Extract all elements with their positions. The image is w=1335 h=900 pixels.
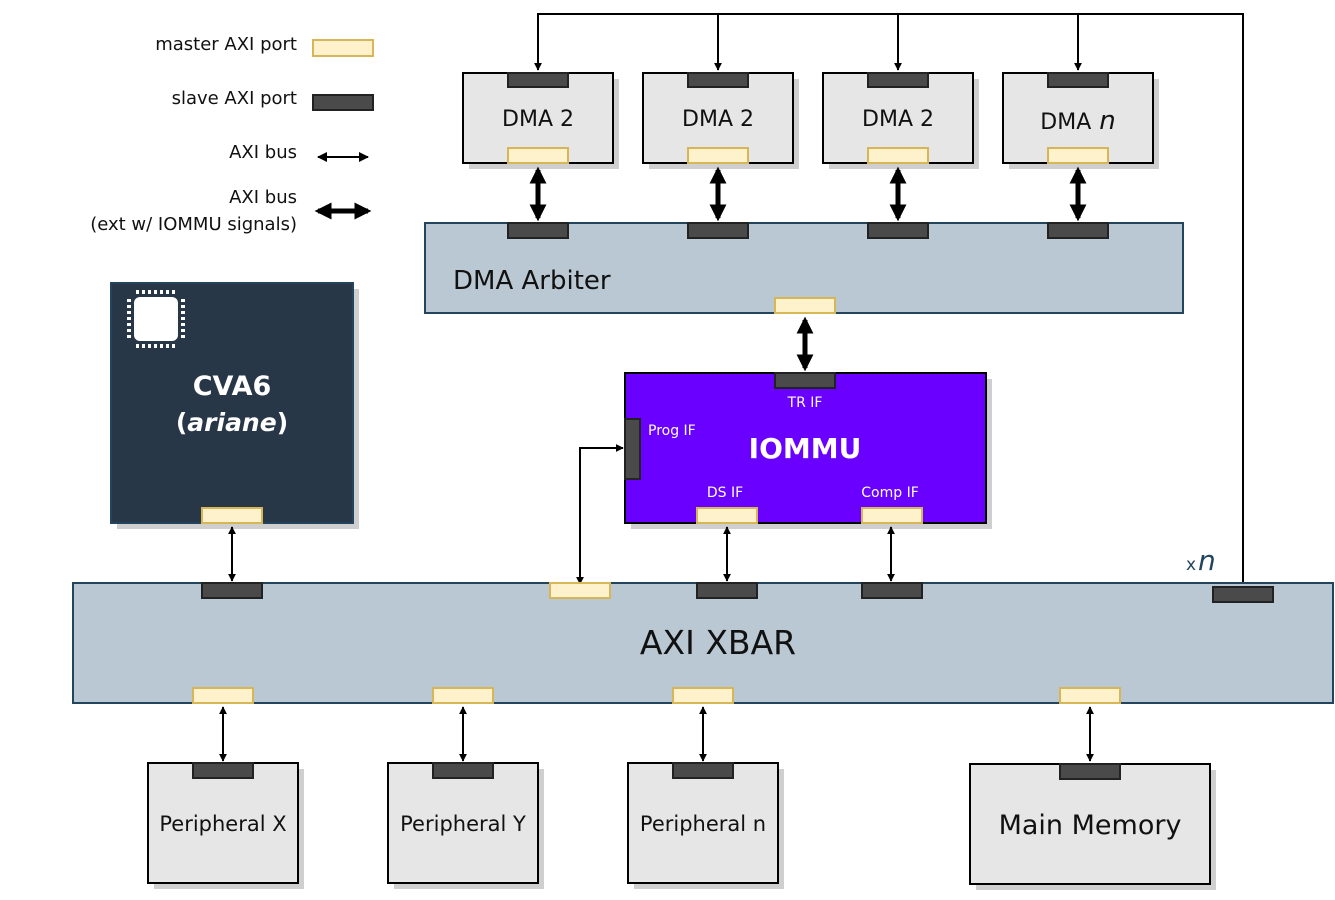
dma-block-3: DMA 2 [822,72,979,169]
axi-xbar-box [72,582,1334,704]
axi-xbar-multiplier-prefix: x [1186,555,1196,575]
peripheral-x-box [147,762,299,884]
dma-block-4-label-n: n [1099,106,1115,136]
dma-block-4-slave-port [1047,72,1109,88]
dma-block-3-label: DMA 2 [862,107,934,132]
iommu-tr-if-port [774,372,836,389]
legend-slave-port-swatch [312,94,374,111]
iommu-ds-if-port [696,507,758,524]
axi-xbar: AXI XBAR x n [72,544,1334,704]
dma-block-1-master-port [507,147,569,164]
dma-arbiter-slave-port-3 [867,222,929,239]
cva6-paren-open: ( [176,408,187,437]
dma-block-2-slave-port [687,72,749,88]
xbar-master-port-prog [549,582,611,599]
dma-block-1: DMA 2 [462,72,619,169]
iommu-comp-if-port [861,507,923,524]
iommu-comp-if-label: Comp IF [861,485,919,501]
iommu-ds-if-label: DS IF [707,485,743,501]
legend-axi-bus-label: AXI bus [229,142,297,163]
cva6-alias-line: (ariane) [176,408,288,437]
legend-axi-bus-ext-label-2: (ext w/ IOMMU signals) [90,214,297,235]
xbar-master-port-periph-y [432,687,494,704]
dma-block-1-slave-port [507,72,569,88]
peripheral-x-label: Peripheral X [159,812,286,836]
dma-block-2-label: DMA 2 [682,107,754,132]
dma-arbiter: DMA Arbiter [424,222,1184,314]
cva6-alias: ariane [187,408,276,437]
legend-slave-port-label: slave AXI port [172,88,297,109]
legend-master-port-swatch [312,39,374,57]
xbar-slave-port-cva6 [201,582,263,599]
peripheral-n-box [627,762,779,884]
iommu-prog-if-port [624,418,641,480]
xbar-master-port-periph-x [192,687,254,704]
peripheral-x: Peripheral X [147,762,304,889]
cva6-cpu: CVA6 (ariane) [110,282,359,529]
xbar-lower-links [219,706,1094,762]
dma-block-4-master-port [1047,147,1109,164]
dma-block-2-master-port [687,147,749,164]
peripheral-x-slave-port [192,762,254,779]
peripheral-y-label: Peripheral Y [400,812,526,836]
xbar-to-iommu-prog-arrow [576,444,624,585]
xbar-slave-port-comp [861,582,923,599]
iommu-label: IOMMU [749,432,862,465]
dma-arbiter-slave-port-4 [1047,222,1109,239]
xbar-slave-port-dma-cfg [1212,586,1274,603]
dma-block-3-master-port [867,147,929,164]
dma-arbiter-label: DMA Arbiter [453,266,611,296]
main-memory-slave-port [1059,763,1121,780]
dma-block-4: DMA n [1002,72,1159,169]
dma-block-1-label: DMA 2 [502,107,574,132]
legend: master AXI port slave AXI port AXI bus A… [90,34,374,235]
cva6-name: CVA6 [193,371,272,402]
dma-block-4-label: DMA n [1040,106,1115,136]
cva6-master-port [201,507,263,524]
peripheral-y-slave-port [432,762,494,779]
peripheral-y: Peripheral Y [387,762,544,889]
dma-arbiter-slave-port-1 [507,222,569,239]
dma-block-3-slave-port [867,72,929,88]
main-memory-box [969,763,1211,885]
legend-axi-bus-ext-label-1: AXI bus [229,187,297,208]
chip-icon [127,290,185,348]
dma-arbiter-master-port [774,297,836,314]
cva6-paren-close: ) [277,408,288,437]
dma-config-bus [534,13,1244,587]
main-memory-label: Main Memory [999,810,1182,841]
peripheral-n: Peripheral n [627,762,784,889]
xbar-upper-links [228,526,895,582]
axi-xbar-multiplier-n: n [1198,544,1216,577]
dma-arbiter-slave-port-2 [687,222,749,239]
main-memory: Main Memory [969,763,1216,890]
dma-block-2: DMA 2 [642,72,799,169]
axi-xbar-label: AXI XBAR [640,623,796,662]
iommu-tr-if-label: TR IF [787,395,823,411]
xbar-slave-port-ds [696,582,758,599]
dma-block-4-label-main: DMA [1040,110,1091,135]
peripheral-n-label: Peripheral n [640,812,766,836]
legend-master-port-label: master AXI port [155,34,297,55]
iommu: TR IF Prog IF IOMMU DS IF Comp IF [624,372,992,529]
xbar-master-port-periph-n [672,687,734,704]
peripheral-n-slave-port [672,762,734,779]
dma-arbiter-links [529,166,1087,222]
peripheral-y-box [387,762,539,884]
xbar-master-port-memory [1059,687,1121,704]
iommu-prog-if-label: Prog IF [648,423,696,439]
